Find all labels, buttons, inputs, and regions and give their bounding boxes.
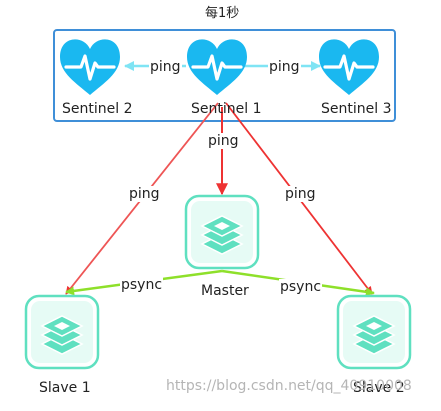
sentinel-group-frame — [53, 29, 396, 122]
watermark: https://blog.csdn.net/qq_40910008 — [166, 378, 412, 394]
sentinel-2-heart-pulse-icon — [58, 37, 122, 97]
sentinel-1-label: Sentinel 1 — [191, 101, 262, 117]
slave2-label: Slave 2 — [353, 380, 405, 396]
sentinel-1-heart-pulse-icon — [185, 37, 249, 97]
sentinel-3-label: Sentinel 3 — [321, 101, 392, 117]
slave1-redis-stack-icon — [24, 294, 100, 370]
sentinel-2-label: Sentinel 2 — [62, 101, 133, 117]
ping-to-slave1-label: ping — [128, 186, 161, 202]
sentinel-ping-left-label: ping — [149, 59, 182, 75]
ping-to-slave2-label: ping — [284, 186, 317, 202]
sentinel-3-heart-pulse-icon — [317, 37, 381, 97]
master-redis-stack-icon — [184, 194, 260, 270]
psync-slave1-label: psync — [120, 277, 164, 293]
ping-to-master-label: ping — [207, 133, 240, 149]
sentinel-ping-right-label: ping — [268, 59, 301, 75]
psync-slave2-label: psync — [279, 279, 323, 295]
slave1-label: Slave 1 — [39, 380, 91, 396]
slave2-redis-stack-icon — [336, 294, 412, 370]
diagram-title: 每1秒 — [205, 6, 240, 21]
master-label: Master — [201, 283, 249, 299]
